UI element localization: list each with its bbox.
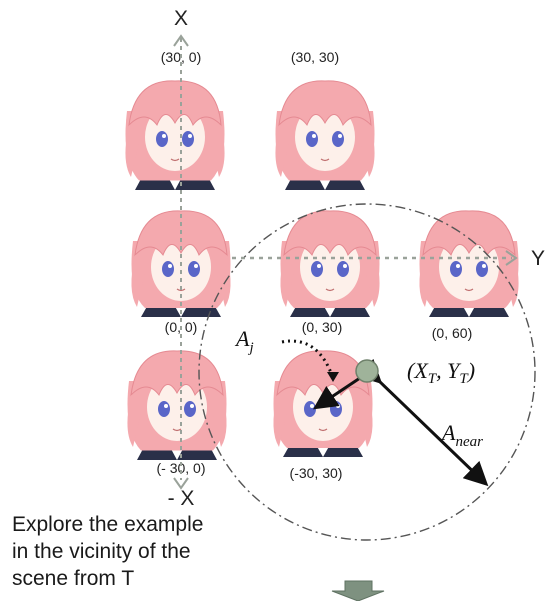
panel-coordinate-label: (0, 30) (302, 319, 342, 335)
eye (337, 261, 349, 277)
down-arrow-icon (331, 580, 385, 601)
face (300, 233, 360, 301)
face (295, 103, 355, 171)
panel-coordinate-label: (-30, 30) (290, 465, 343, 481)
image-grid: (30, 0)(30, 30)(0, 0)(0, 30)(0, 60)(- 30… (125, 49, 519, 481)
panel-coordinate-label: (- 30, 0) (156, 460, 205, 476)
x-axis-down-arrow-icon (173, 477, 189, 490)
hair-bangs (128, 80, 222, 127)
y-axis (232, 250, 518, 266)
eye (156, 131, 168, 147)
hair-bangs (278, 80, 372, 127)
a-j-label: Aj (234, 326, 254, 356)
face (151, 233, 211, 301)
caption-line-1: Explore the example (12, 513, 204, 536)
y-axis-arrow-icon (505, 250, 518, 266)
target-coordinate-label: (XT, YT) (407, 358, 475, 387)
caption-line-2: in the vicinity of the (12, 540, 191, 563)
eye (330, 401, 342, 417)
character-panel (419, 210, 519, 317)
eye (162, 261, 174, 277)
eye (184, 401, 196, 417)
character-panel (125, 80, 225, 190)
eye (332, 131, 344, 147)
target-point (355, 359, 379, 383)
eye (188, 261, 200, 277)
hair-bangs (276, 350, 370, 397)
face (145, 103, 205, 171)
x-axis-up-arrow-icon (173, 34, 189, 47)
character-panel (275, 80, 375, 190)
caption: Explore the example in the vicinity of t… (12, 511, 252, 592)
character-panel (131, 210, 231, 317)
target-to-example-arrow (313, 376, 361, 410)
panel-coordinate-label: (0, 60) (432, 325, 472, 341)
character-panel (127, 350, 227, 460)
y-axis-label: Y (531, 247, 545, 270)
hair-bangs (283, 210, 377, 257)
eye (306, 131, 318, 147)
x-axis-label: X (174, 7, 188, 30)
face (439, 233, 499, 301)
panel-coordinate-label: (30, 30) (291, 49, 339, 65)
x-axis (173, 34, 189, 490)
eye (182, 131, 194, 147)
character-panel (280, 210, 380, 317)
eye (158, 401, 170, 417)
eye (476, 261, 488, 277)
a-j-dotted-arrow (281, 339, 335, 379)
eye (311, 261, 323, 277)
a-j-arrowhead-icon (327, 372, 339, 382)
a-near-label: Anear (440, 420, 483, 450)
a-near-radius-arrow (356, 358, 489, 487)
eye (450, 261, 462, 277)
eye (304, 401, 316, 417)
face (147, 373, 207, 441)
vicinity-circle (198, 203, 536, 541)
neg-x-axis-label: - X (168, 487, 195, 510)
caption-line-3: scene from T (12, 567, 135, 590)
